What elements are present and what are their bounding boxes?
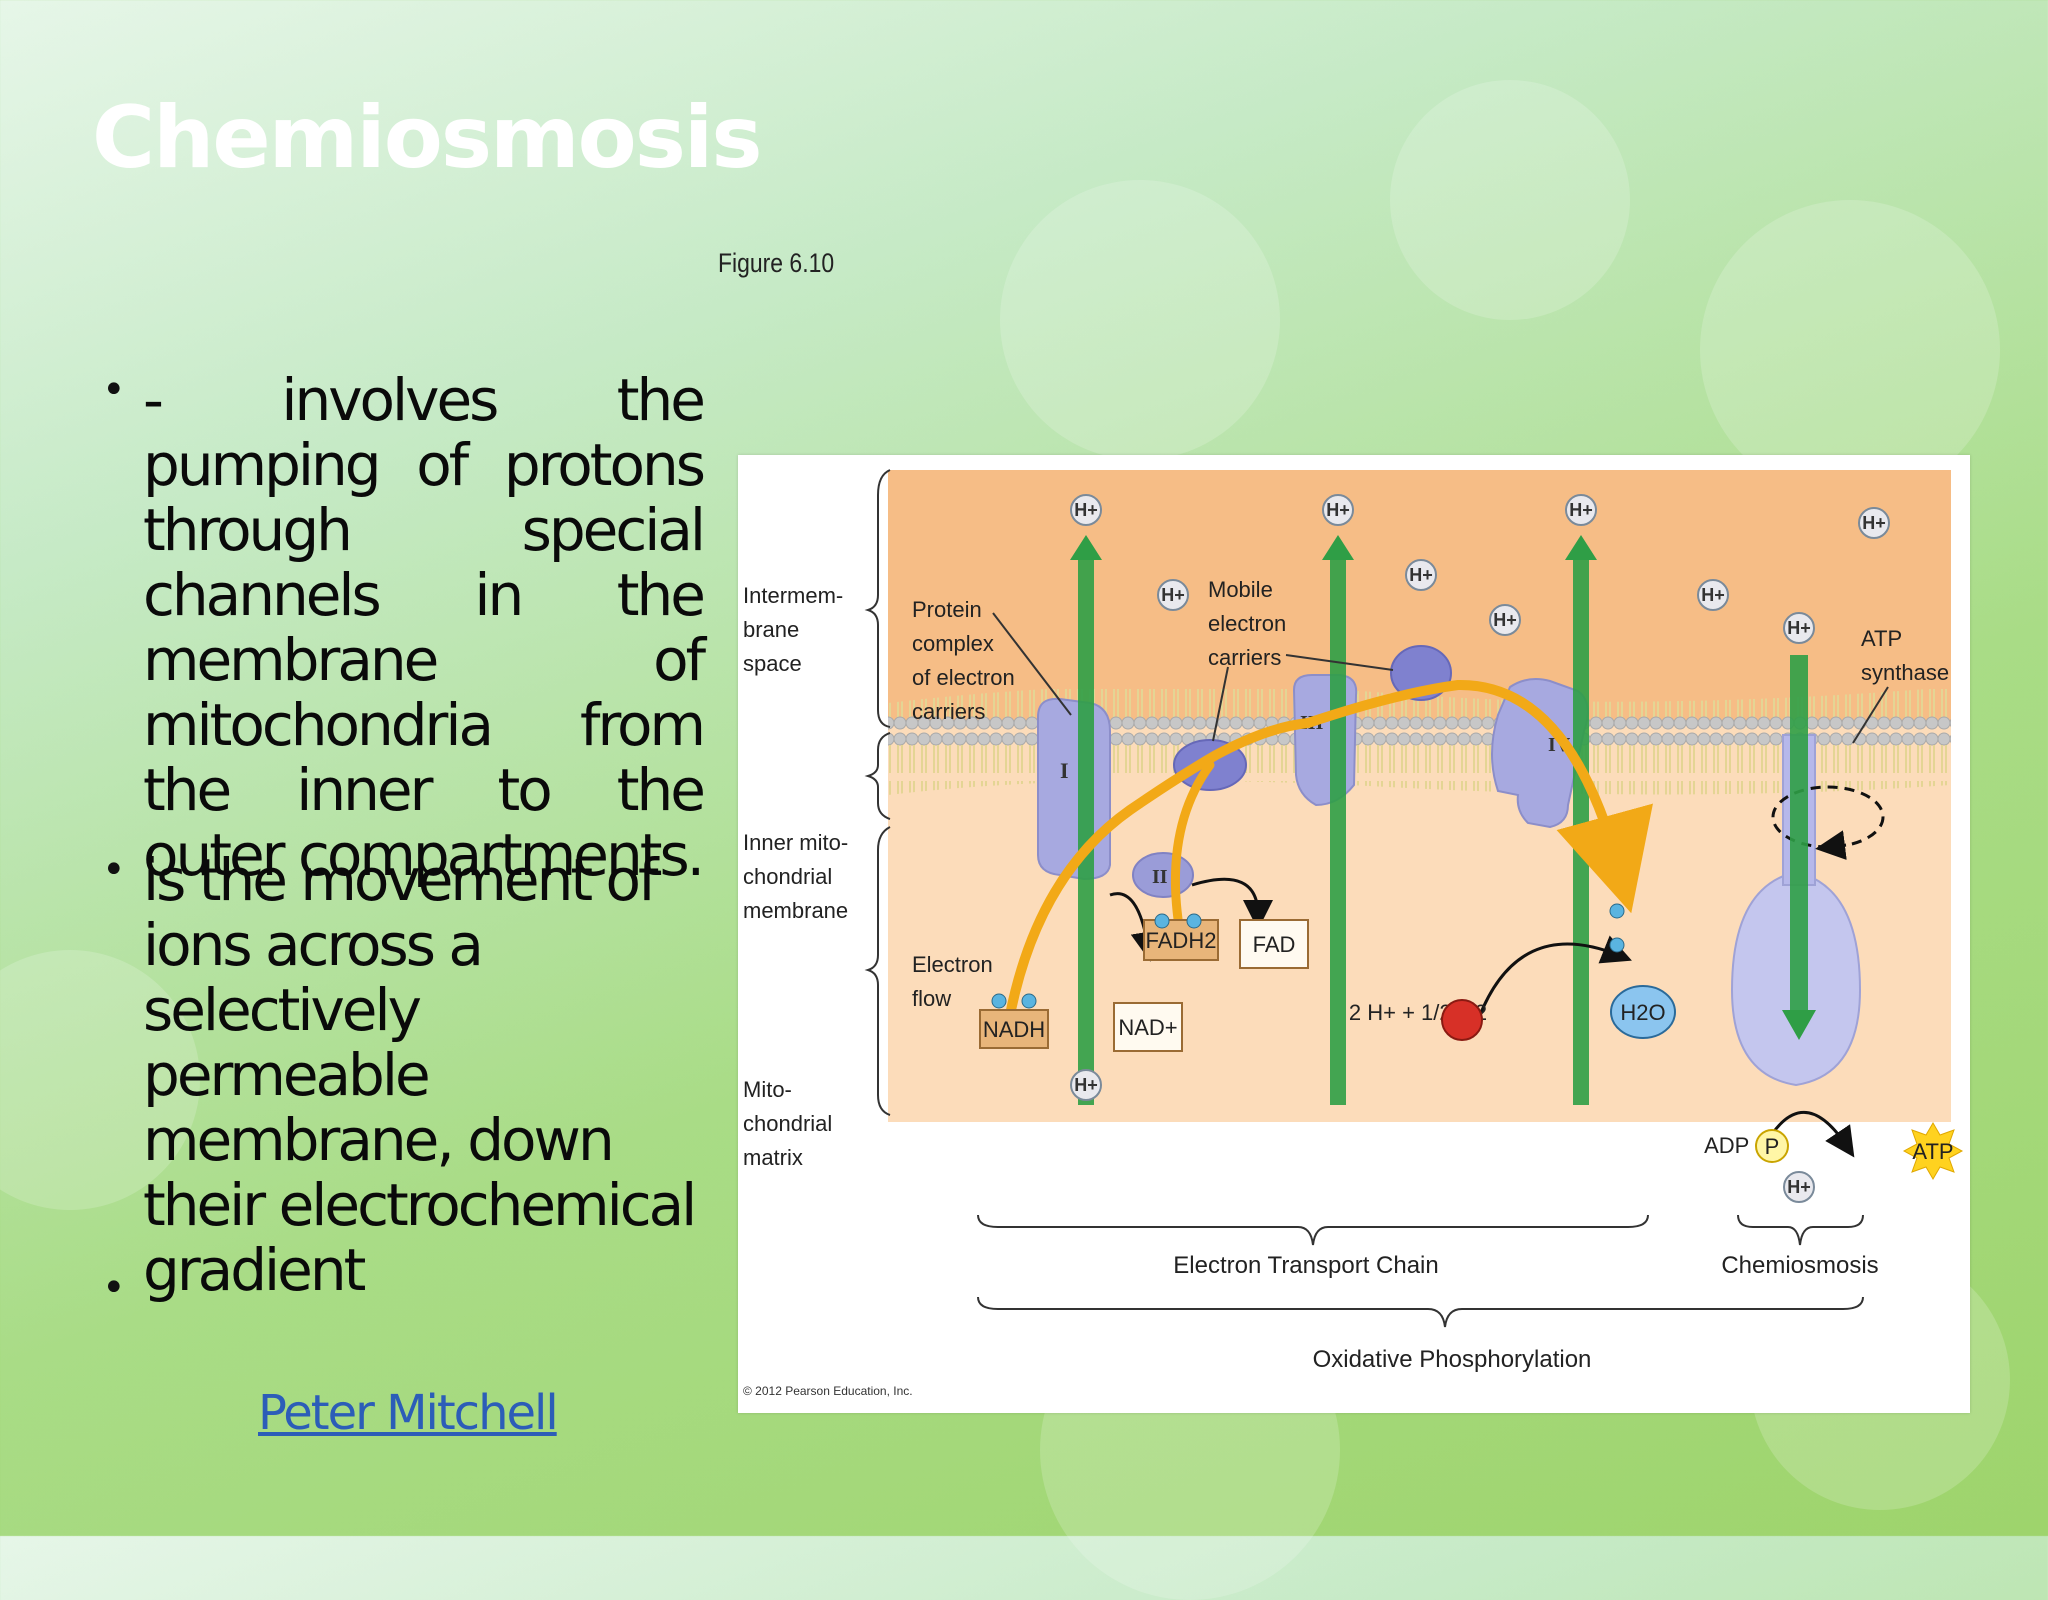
electron (1609, 903, 1625, 919)
figure-caption: Figure 6.10 (718, 248, 835, 278)
bullet-dot: • (102, 367, 126, 413)
rotor-arrow (1815, 830, 1847, 861)
proton-ion: H+ (1405, 559, 1437, 591)
svg-text:H2O: H2O (1620, 1000, 1665, 1025)
label-inner-membrane: Inner mito- chondrial membrane (743, 830, 854, 923)
svg-text:FAD: FAD (1253, 932, 1296, 957)
inner-membrane (888, 685, 1951, 795)
electron-transport-figure: Intermem- brane space Inner mito- chondr… (738, 455, 1970, 1413)
complex-ii-label: II (1152, 866, 1168, 888)
oxidative-label: Oxidative Phosphorylation (1313, 1346, 1592, 1373)
bullet-dot: • (102, 847, 126, 893)
etc-brace (977, 1214, 1649, 1246)
copyright: © 2012 Pearson Education, Inc. (743, 1384, 913, 1398)
svg-text:H+: H+ (1493, 610, 1517, 630)
callout-electron-flow: Electron flow (912, 952, 999, 1011)
svg-text:H+: H+ (1862, 513, 1886, 533)
h2o-molecule: H2O (1610, 985, 1676, 1039)
bullet-text: is the movement of ions across a selecti… (143, 846, 697, 1304)
svg-text:H+: H+ (1701, 585, 1725, 605)
label-matrix: Mito- chondrial matrix (743, 1077, 838, 1170)
callout-atp-synthase: ATP synthase (1861, 626, 1949, 685)
water-reaction-arrow (1476, 935, 1632, 1021)
proton-ion: H+ (1565, 494, 1597, 526)
svg-text:NAD+: NAD+ (1118, 1015, 1177, 1040)
callout-mobile-carriers: Mobile electron carriers (1208, 577, 1292, 670)
peter-mitchell-link[interactable]: Peter Mitchell (258, 1385, 559, 1441)
svg-text:H+: H+ (1074, 1075, 1098, 1095)
complex-iii (1292, 674, 1358, 807)
electron-flow-path (1005, 679, 1653, 1020)
atp-molecule: ATP (1902, 1122, 1964, 1180)
oxygen-molecule (1441, 999, 1483, 1041)
nad-box: NAD+ (1113, 1002, 1183, 1052)
proton-ion: H+ (1858, 507, 1890, 539)
proton-ion: H+ (1783, 1171, 1815, 1203)
proton-ion: H+ (1322, 494, 1354, 526)
fad-box: FAD (1239, 919, 1309, 969)
bullet-text: - involves the pumping of protons throug… (143, 366, 706, 889)
svg-text:H+: H+ (1326, 500, 1350, 520)
fadh2-box: FADH2 (1143, 919, 1219, 961)
proton-ion: H+ (1783, 612, 1815, 644)
svg-text:H+: H+ (1787, 618, 1811, 638)
proton-ion: H+ (1489, 604, 1521, 636)
electron (1609, 937, 1625, 953)
bullet-dot: • (102, 1265, 126, 1311)
proton-ion: H+ (1070, 1069, 1102, 1101)
svg-text:H+: H+ (1569, 500, 1593, 520)
svg-text:H+: H+ (1161, 585, 1185, 605)
brace (864, 469, 891, 728)
electron (991, 993, 1007, 1009)
nadh-box: NADH (979, 1009, 1049, 1049)
svg-text:H+: H+ (1074, 500, 1098, 520)
chemiosmosis-label: Chemiosmosis (1721, 1252, 1878, 1279)
svg-text:FADH2: FADH2 (1146, 928, 1217, 953)
complex-i (1037, 697, 1111, 881)
electron (1021, 993, 1037, 1009)
phosphate-molecule: P (1755, 1129, 1789, 1163)
electron (1186, 913, 1202, 929)
svg-text:NADH: NADH (983, 1017, 1045, 1042)
proton-arrows (1070, 535, 1816, 1105)
label-intermembrane: Intermem- brane space (743, 583, 849, 676)
slide-title: Chemiosmosis (92, 88, 763, 188)
etc-label: Electron Transport Chain (1173, 1252, 1438, 1279)
brace (864, 732, 891, 820)
proton-ion: H+ (1697, 579, 1729, 611)
callout-line (1852, 686, 1889, 744)
callout-line (1285, 654, 1394, 671)
brace (864, 826, 891, 1116)
oxidative-brace (977, 1296, 1864, 1328)
chemiosmosis-brace (1737, 1214, 1864, 1246)
callout-line (992, 612, 1072, 716)
callout-line (1212, 666, 1229, 742)
svg-text:ATP: ATP (1912, 1139, 1953, 1164)
svg-text:P: P (1765, 1134, 1780, 1159)
callout-protein-complex: Protein complex of electron carriers (912, 597, 1021, 724)
proton-ion: H+ (1070, 494, 1102, 526)
fadh2-electron-path (1170, 760, 1215, 924)
proton-ion: H+ (1157, 579, 1189, 611)
fadh2-reaction-arrow (1191, 877, 1273, 930)
complex-i-label: I (1060, 758, 1069, 783)
svg-text:H+: H+ (1409, 565, 1433, 585)
svg-text:H+: H+ (1787, 1177, 1811, 1197)
electron (1154, 913, 1170, 929)
